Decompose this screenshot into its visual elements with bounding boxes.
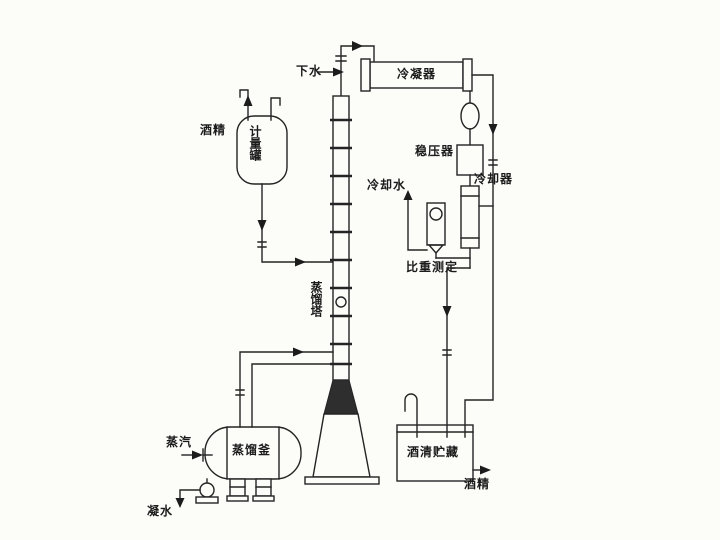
- column-base: [304, 379, 380, 485]
- alcohol-outlet-label: 酒精: [464, 477, 491, 491]
- feed-line: [257, 183, 334, 267]
- steam-label: 蒸汽: [166, 435, 193, 449]
- alcohol-inlet-label: 酒精: [200, 123, 227, 137]
- condenser-label: 冷凝器: [397, 67, 437, 81]
- gravity-measurement-device: [426, 202, 446, 259]
- measuring-tank-label: 计量罐: [248, 125, 262, 161]
- drain-water-line: [317, 67, 344, 77]
- kettle-column-lines: [235, 347, 334, 428]
- sight-port: [335, 296, 347, 308]
- alcohol-storage-label: 酒清贮藏: [407, 445, 460, 459]
- kettle-supports: [226, 478, 275, 502]
- flow-arrow: [293, 347, 304, 357]
- separator-oval: [460, 102, 480, 130]
- drain-water-label: 下水: [296, 64, 323, 78]
- flow-arrow: [352, 41, 363, 51]
- condensate-product-line: [456, 90, 484, 187]
- condensate-label: 凝水: [147, 504, 174, 518]
- condenser-vessel: [360, 58, 473, 92]
- distillation-kettle-vessel: [204, 426, 302, 480]
- condensate-drain-line: [175, 478, 219, 508]
- measuring-tank-vessel: [236, 89, 288, 185]
- distillation-kettle-label: 蒸馏釜: [232, 443, 272, 457]
- cooler-label: 冷却器: [474, 172, 514, 186]
- flow-arrow: [442, 306, 452, 317]
- steam-inlet-line: [181, 448, 213, 462]
- flow-arrow: [333, 67, 344, 77]
- pressure-stabilizer-vessel: [456, 144, 484, 176]
- product-to-storage-line: [435, 247, 471, 438]
- distillation-column-vessel: [330, 95, 352, 381]
- swan-neck-pipe: [404, 393, 418, 438]
- cooling-water-label: 冷却水: [367, 178, 407, 192]
- cooler-vessel: [460, 185, 480, 249]
- flow-arrow: [243, 95, 253, 106]
- flow-arrow: [488, 124, 498, 135]
- flow-arrow: [403, 190, 413, 200]
- flow-arrow: [480, 465, 491, 475]
- flow-arrow: [257, 220, 267, 231]
- cooling-water-return-line: [464, 74, 498, 438]
- gravity-measurement-label: 比重测定: [406, 260, 459, 274]
- alcohol-outlet-line: [472, 465, 491, 475]
- flow-arrow: [295, 257, 306, 267]
- cooling-water-line: [403, 190, 428, 251]
- flow-arrow: [192, 450, 203, 460]
- pump: [199, 482, 215, 498]
- flow-arrow: [175, 498, 185, 508]
- distillation-column-label: 蒸馏塔: [309, 281, 323, 317]
- storage-tank: [396, 424, 474, 482]
- pressure-stabilizer-label: 稳压器: [415, 144, 455, 158]
